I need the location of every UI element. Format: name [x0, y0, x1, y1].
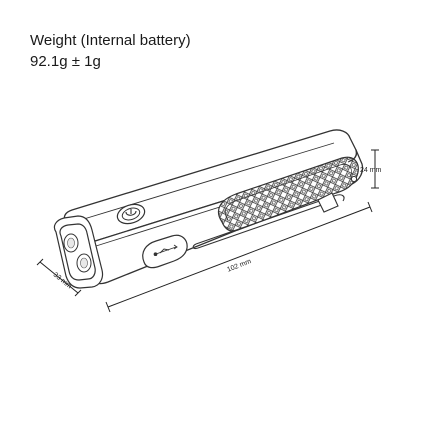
- power-button-icon: [125, 209, 137, 216]
- power-button[interactable]: [115, 201, 147, 227]
- spec-block: Weight (Internal battery) 92.1g ± 1g: [30, 30, 191, 72]
- lens-right: [76, 253, 92, 273]
- length-dimension: [105, 201, 373, 313]
- tail-cap: [347, 149, 358, 183]
- spec-weight-value: 92.1g ± 1g: [30, 53, 101, 70]
- usb-port[interactable]: [142, 234, 188, 269]
- height-dimension-label: 24 mm: [360, 167, 382, 174]
- width-dimension: [36, 258, 82, 297]
- spec-heading: Weight (Internal battery): [30, 32, 191, 49]
- pocket-clip: [192, 192, 345, 250]
- usb-icon: [153, 244, 178, 257]
- lens-left: [63, 233, 79, 253]
- height-dimension: [371, 149, 379, 189]
